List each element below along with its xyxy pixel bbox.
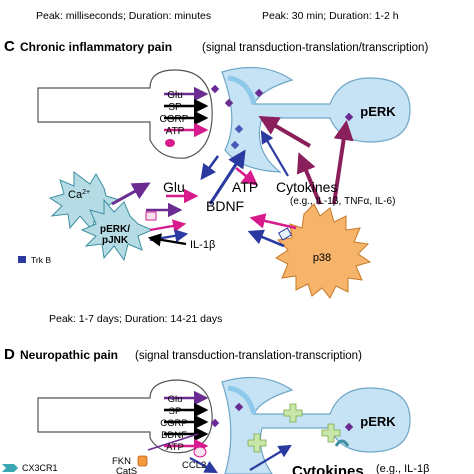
legend-trkb-label: Trk B (31, 255, 51, 265)
panel-c-letter: C (4, 38, 15, 55)
panel-c-title-rest: (signal transduction-translation/transcr… (202, 42, 428, 54)
arrow-bdnf-glu (200, 155, 220, 181)
receptor-cytokine (344, 112, 354, 122)
panel-d-letter: D (4, 346, 15, 363)
legend-trkb-swatch (18, 256, 26, 263)
receptor-d-2 (234, 402, 244, 412)
label-perk-c: pERK (360, 104, 396, 119)
label-cgrp-c: CGRP (160, 114, 189, 125)
legend-cx3cr1-swatch (2, 464, 18, 472)
panel-c-title-bold: Chronic inflammatory pain (20, 40, 172, 54)
receptor-glial (145, 211, 157, 221)
label-cgrp-d: CGRP (160, 418, 187, 429)
peak-label-left: Peak: milliseconds; Duration: minutes (36, 10, 211, 22)
label-atp-d: ATP (166, 442, 184, 453)
arrow-ca-to-glu (111, 182, 151, 206)
label-ccl2: CCL2 (182, 460, 206, 471)
receptor-d-1 (210, 418, 220, 428)
arrow-cytokine-receptor (260, 130, 289, 177)
arrow-p38-cytokines (296, 152, 322, 205)
arrow-perk-atp (149, 219, 187, 233)
panel-c-peak: Peak: 1-7 days; Duration: 14-21 days (49, 313, 222, 325)
label-glu-large: Glu (163, 179, 185, 195)
postsynaptic-membrane-d (227, 385, 257, 415)
receptor-p2x (277, 227, 293, 241)
label-perk-pjnk-1: pERK/ (100, 224, 130, 235)
label-sp-c: SP (168, 102, 182, 113)
label-il1b: IL-1β (190, 239, 215, 251)
arrow-p38-atp (249, 213, 297, 230)
glial-cell-perk (80, 198, 154, 262)
label-glu-c: Glu (167, 90, 183, 101)
label-perk-pjnk-2: pJNK (102, 235, 129, 246)
label-glu-d: Glu (168, 394, 183, 405)
postsynaptic-membrane (227, 75, 257, 105)
legend-cx3cr1-label: CX3CR1 (22, 463, 58, 473)
receptor-sp (224, 98, 234, 108)
fkn-block (137, 455, 148, 467)
microglia-p38 (275, 203, 372, 299)
panel-c-diagram (18, 66, 411, 299)
cross-marker-1 (283, 403, 303, 423)
panel-d-title-rest: (signal transduction-translation-transcr… (135, 350, 362, 362)
receptor-d-3 (344, 422, 354, 432)
label-cytokines-c: Cytokines (276, 179, 337, 195)
label-cytokines-partial-d: (e.g., IL-1β (376, 463, 429, 474)
connector-fkn (147, 433, 199, 451)
label-atp-large: ATP (232, 179, 258, 195)
panel-d-title-bold: Neuropathic pain (20, 348, 118, 362)
label-bdnf-d: BDNF (161, 430, 187, 441)
label-sp-d: SP (169, 406, 182, 417)
arrow-d-blue (249, 444, 292, 471)
label-p38: p38 (313, 252, 331, 264)
receptor-nk1 (254, 88, 264, 98)
label-bdnf: BDNF (206, 198, 244, 214)
arrow-bdnf-to-neuron (208, 149, 246, 205)
postsynaptic-neuron-d (221, 376, 411, 474)
receptor-teal-d (334, 439, 350, 447)
cross-marker-2 (321, 423, 341, 443)
postsynaptic-neuron (221, 66, 411, 173)
label-atp-c: ATP (166, 126, 185, 137)
arrow-p38-perk (332, 120, 354, 205)
presynaptic-terminal (37, 69, 213, 159)
ccl2-vesicle (193, 446, 207, 458)
peak-label-right: Peak: 30 min; Duration: 1-2 h (262, 10, 399, 22)
arrow-p38-bdnf (247, 229, 285, 248)
label-cytokines-d: Cytokines (292, 463, 364, 474)
vesicle-atp (165, 139, 175, 147)
label-ca: Ca2+ (68, 189, 90, 201)
arrow-cytokines-neuron (258, 115, 312, 148)
label-cats: CatS (116, 466, 137, 474)
label-perk-d: pERK (360, 414, 396, 429)
presynaptic-terminal-d (37, 379, 213, 454)
arrow-atp-down (235, 166, 259, 186)
label-fkn: FKN (112, 456, 131, 467)
label-cytokine-examples: (e.g., IL-1β, TNFα, IL-6) (290, 196, 395, 207)
cross-marker-3 (247, 433, 267, 453)
receptor-trkb-2 (230, 140, 240, 150)
receptor-glu (210, 84, 220, 94)
arrow-ccl2 (189, 457, 218, 474)
arrow-il1b (147, 233, 187, 247)
receptor-trkb (234, 124, 244, 134)
panel-d-diagram (2, 376, 411, 474)
